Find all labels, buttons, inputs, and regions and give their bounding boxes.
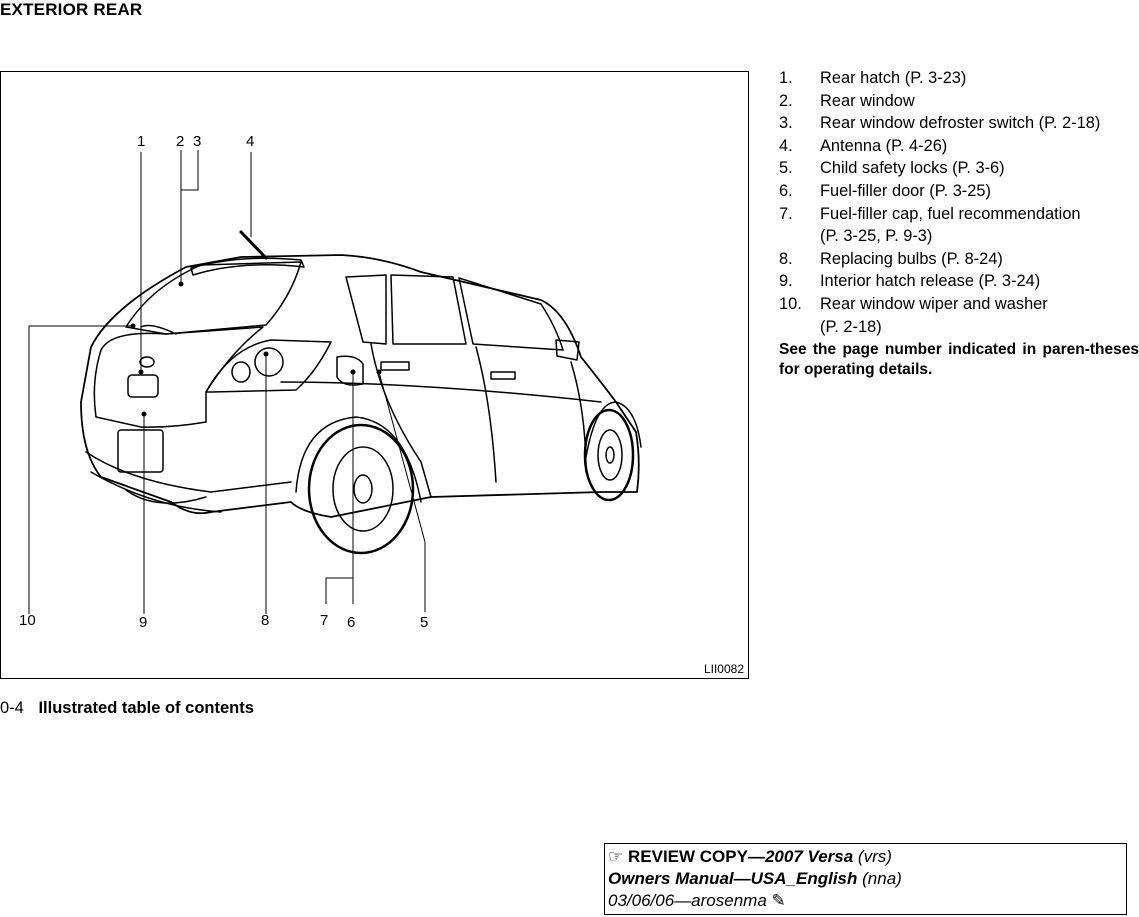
legend-number bbox=[779, 225, 820, 248]
manual-code: (nna) bbox=[862, 869, 902, 888]
legend-number: 9. bbox=[779, 272, 793, 291]
legend-number: 10. bbox=[779, 294, 802, 313]
legend-item: (P. 3-25, P. 9-3) bbox=[779, 225, 1139, 248]
callout-5: 5 bbox=[420, 614, 429, 631]
legend-item: 5. Child safety locks (P. 3-6) bbox=[779, 157, 1139, 180]
legend-number: 7. bbox=[779, 204, 793, 223]
legend-text: (P. 2-18) bbox=[820, 317, 882, 336]
review-date-author: 03/06/06—arosenma bbox=[608, 891, 767, 910]
car-illustration bbox=[28, 150, 642, 614]
legend-item: 6. Fuel-filler door (P. 3-25) bbox=[779, 180, 1139, 203]
legend-text: Rear window wiper and washer bbox=[820, 294, 1048, 313]
legend-number: 6. bbox=[779, 181, 793, 200]
manual-label: Owners Manual—USA_English bbox=[608, 869, 858, 888]
legend-item: 8. Replacing bulbs (P. 8-24) bbox=[779, 248, 1139, 271]
legend-text: Interior hatch release (P. 3-24) bbox=[820, 272, 1041, 291]
pen-icon: ✎ bbox=[771, 891, 786, 910]
figure-code: LII0082 bbox=[703, 662, 744, 676]
legend-list: 1. Rear hatch (P. 3-23) 2. Rear window 3. R… bbox=[779, 67, 1139, 380]
legend-number: 4. bbox=[779, 136, 793, 155]
callout-6: 6 bbox=[347, 614, 356, 631]
review-model: 2007 Versa bbox=[764, 847, 854, 866]
legend-item: 9. Interior hatch release (P. 3-24) bbox=[779, 270, 1139, 293]
callout-3: 3 bbox=[193, 133, 202, 150]
footer-section-title: Illustrated table of contents bbox=[38, 699, 254, 717]
callout-4: 4 bbox=[246, 133, 255, 150]
callout-10: 10 bbox=[19, 612, 36, 629]
review-model-code: (vrs) bbox=[857, 847, 892, 866]
review-dash: — bbox=[747, 847, 765, 866]
legend-text: Rear hatch (P. 3-23) bbox=[820, 69, 967, 87]
legend-number: 5. bbox=[779, 159, 793, 178]
legend-text: Replacing bulbs (P. 8-24) bbox=[820, 249, 1003, 268]
legend-item: 1. Rear hatch (P. 3-23) bbox=[779, 67, 1139, 90]
review-copy-box: ☞ REVIEW COPY—2007 Versa (vrs) Owners Ma… bbox=[604, 843, 1127, 915]
legend-item: 10. Rear window wiper and washer bbox=[779, 293, 1139, 316]
legend-item: 4. Antenna (P. 4-26) bbox=[779, 135, 1139, 158]
legend-number: 8. bbox=[779, 249, 793, 268]
callout-9: 9 bbox=[139, 614, 148, 631]
legend-text: Antenna (P. 4-26) bbox=[820, 136, 948, 155]
section-title: EXTERIOR REAR bbox=[0, 0, 143, 19]
car-rear-figure: 1 2 3 4 5 6 7 8 9 10 LII0082 bbox=[0, 71, 749, 679]
legend-item: 2. Rear window bbox=[779, 90, 1139, 113]
review-line-3: 03/06/06—arosenma ✎ bbox=[608, 890, 1126, 912]
legend-number: 3. bbox=[779, 114, 793, 133]
page-number: 0-4 bbox=[0, 699, 24, 717]
legend-item: (P. 2-18) bbox=[779, 316, 1139, 339]
review-line-2: Owners Manual—USA_English (nna) bbox=[608, 868, 1126, 890]
legend-text: Fuel-filler cap, fuel recommendation bbox=[820, 204, 1081, 223]
legend-item: 7. Fuel-filler cap, fuel recommendation bbox=[779, 203, 1139, 226]
legend-text: Fuel-filler door (P. 3-25) bbox=[820, 181, 991, 200]
page-footer: 0-4 Illustrated table of contents bbox=[0, 699, 254, 718]
callout-8: 8 bbox=[261, 612, 270, 629]
callout-7: 7 bbox=[320, 612, 329, 629]
legend-text: Rear window defroster switch (P. 2-18) bbox=[820, 114, 1101, 133]
legend-number: 1. bbox=[779, 69, 793, 87]
legend-number: 2. bbox=[779, 91, 793, 110]
review-line-1: ☞ REVIEW COPY—2007 Versa (vrs) bbox=[608, 846, 1126, 868]
legend-item: 3. Rear window defroster switch (P. 2-18) bbox=[779, 112, 1139, 135]
legend-text: (P. 3-25, P. 9-3) bbox=[820, 227, 933, 246]
callout-1: 1 bbox=[137, 133, 146, 150]
legend-text: Child safety locks (P. 3-6) bbox=[820, 159, 1005, 178]
review-label: REVIEW COPY bbox=[627, 847, 748, 866]
pointing-hand-icon: ☞ bbox=[608, 847, 624, 866]
legend-text: Rear window bbox=[820, 91, 915, 110]
operating-details-note: See the page number indicated in paren-t… bbox=[779, 341, 1139, 379]
callout-2: 2 bbox=[176, 133, 185, 150]
legend-number bbox=[779, 316, 820, 339]
